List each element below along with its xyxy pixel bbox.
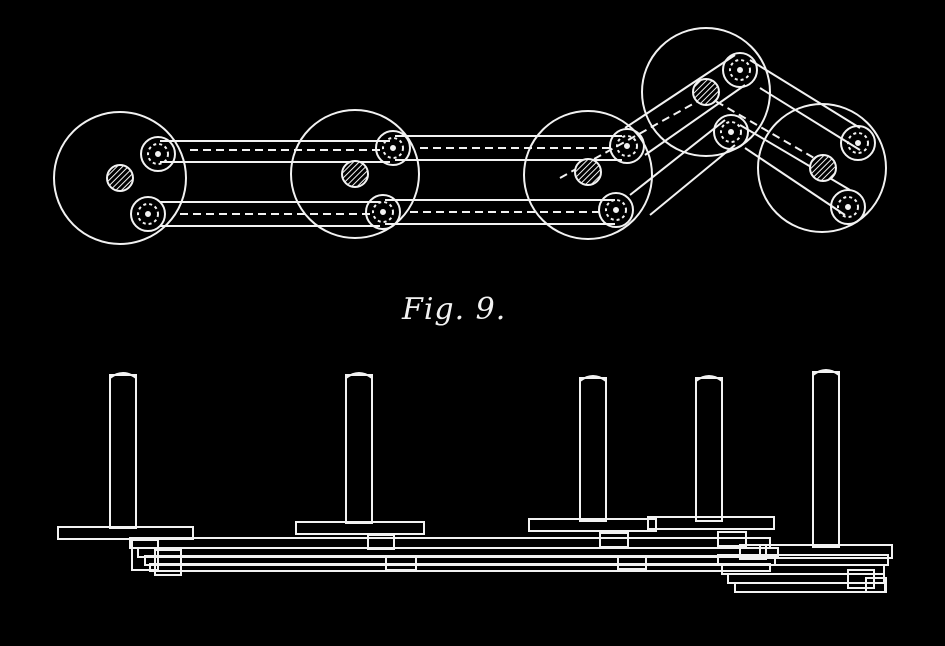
base-plates xyxy=(57,516,893,559)
pin-bosses xyxy=(131,531,887,593)
chain-link-bars xyxy=(129,537,889,593)
elevation-view xyxy=(57,369,893,593)
shaft-sections xyxy=(106,78,837,192)
plan-view xyxy=(53,27,887,245)
straight-links xyxy=(160,135,622,227)
vertical-shafts xyxy=(109,369,840,548)
figure-caption: Fig. 9. xyxy=(402,292,507,327)
link-pivots xyxy=(130,52,876,232)
drive-disks xyxy=(53,27,887,245)
